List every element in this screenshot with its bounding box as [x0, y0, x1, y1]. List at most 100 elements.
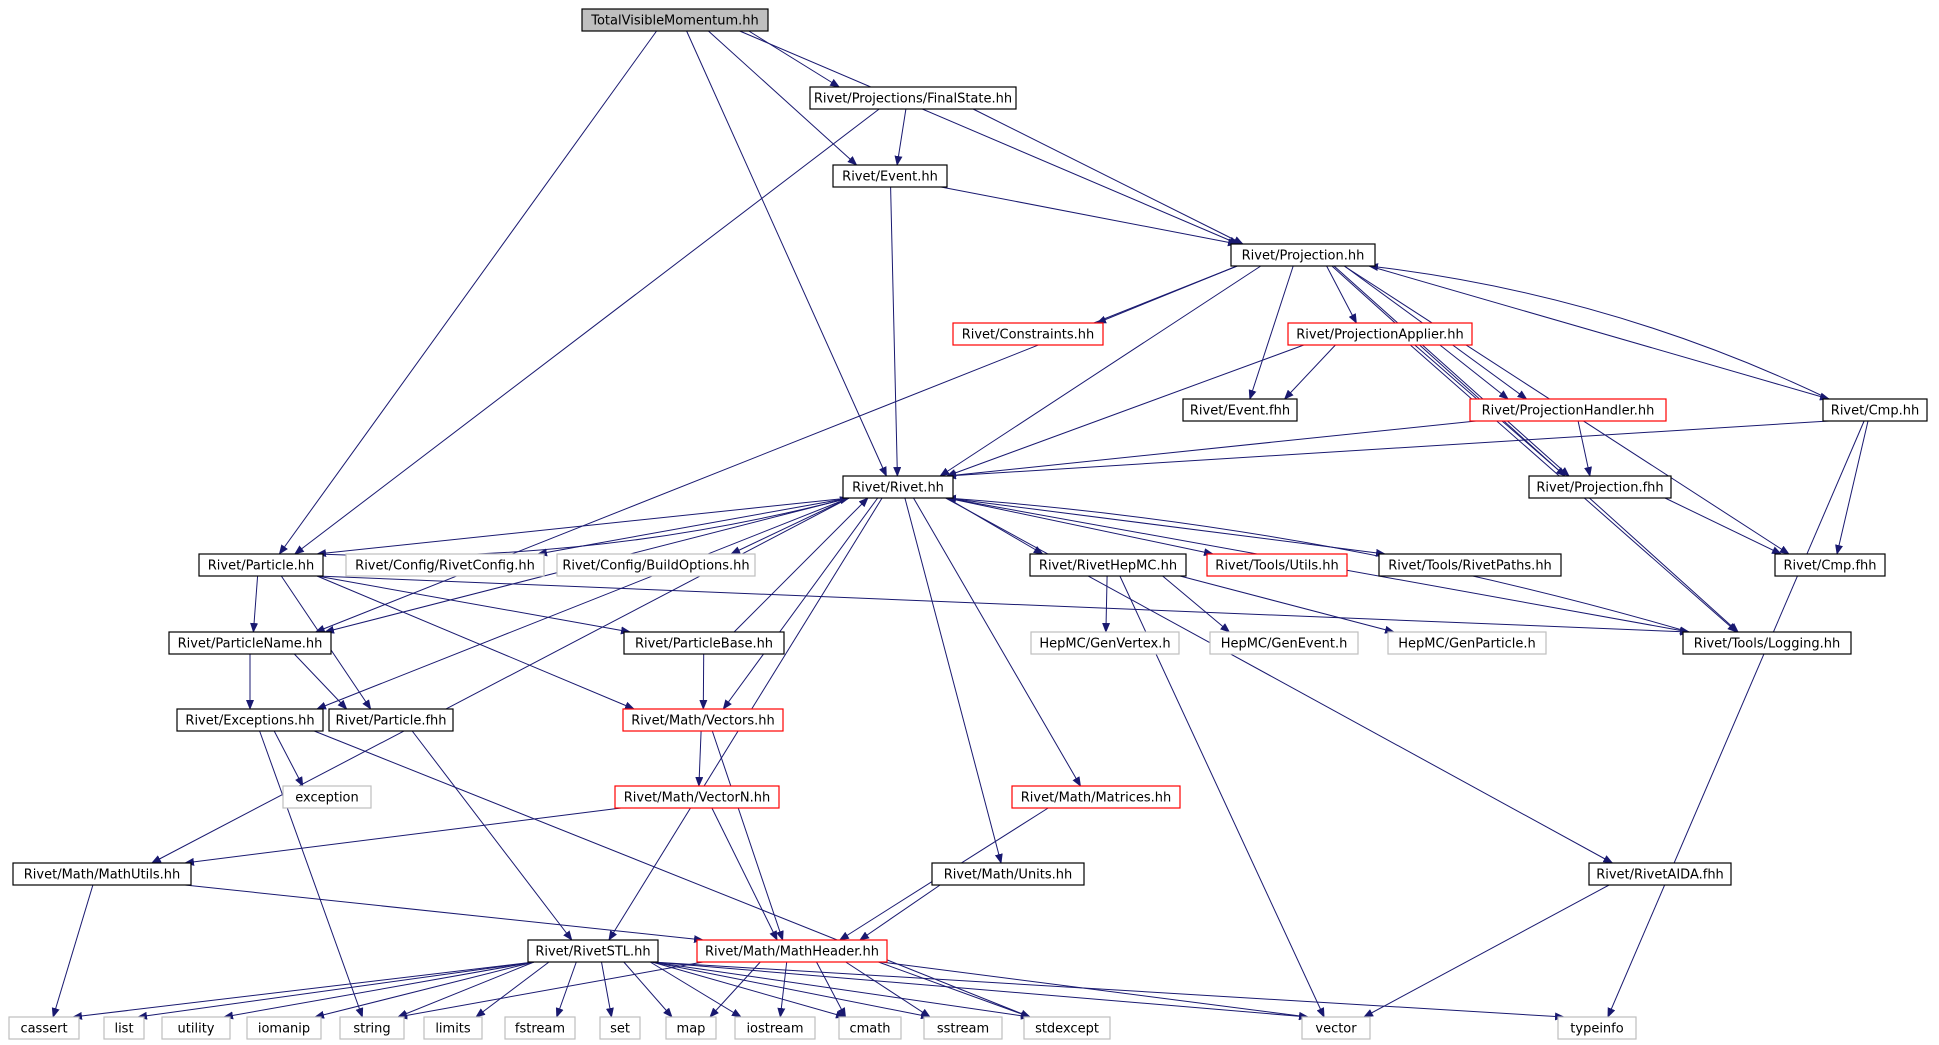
node-exception[interactable]: exception	[282, 785, 372, 809]
node-eventfhh[interactable]: Rivet/Event.fhh	[1182, 398, 1298, 422]
node-label: Rivet/Rivet.hh	[852, 481, 944, 496]
node-string[interactable]: string	[339, 1016, 405, 1040]
edge-rivet-to-rivetpaths	[946, 497, 1386, 557]
node-typeinfo[interactable]: typeinfo	[1557, 1016, 1637, 1040]
node-vectors[interactable]: Rivet/Math/Vectors.hh	[622, 708, 784, 732]
node-logging[interactable]: Rivet/Tools/Logging.hh	[1682, 631, 1852, 655]
node-stdexcept[interactable]: stdexcept	[1023, 1016, 1111, 1040]
node-box	[809, 86, 1017, 110]
node-box	[527, 939, 659, 963]
node-box	[842, 475, 954, 499]
node-particlebase[interactable]: Rivet/ParticleBase.hh	[623, 631, 785, 655]
node-box	[103, 1016, 145, 1040]
edge-vectorn-to-mathheader	[711, 807, 778, 941]
node-cmpfhh[interactable]: Rivet/Cmp.fhh	[1774, 553, 1886, 577]
node-label: map	[677, 1022, 706, 1037]
node-exceptions[interactable]: Rivet/Exceptions.hh	[176, 708, 324, 732]
node-sstream[interactable]: sstream	[923, 1016, 1003, 1040]
node-cassert[interactable]: cassert	[8, 1016, 80, 1040]
node-rivet[interactable]: Rivet/Rivet.hh	[842, 475, 954, 499]
node-label: HepMC/GenParticle.h	[1398, 637, 1535, 652]
node-box	[1287, 322, 1473, 346]
node-mathheader[interactable]: Rivet/Math/MathHeader.hh	[696, 939, 888, 963]
edge-exceptions-to-stdexcept	[314, 730, 1031, 1018]
edge-exceptions-to-exception	[273, 730, 304, 787]
node-label: utility	[178, 1022, 215, 1037]
node-utility[interactable]: utility	[161, 1016, 231, 1040]
node-fstream[interactable]: fstream	[504, 1016, 576, 1040]
node-projection[interactable]: Rivet/Projection.hh	[1230, 243, 1376, 267]
node-buildoptions[interactable]: Rivet/Config/BuildOptions.hh	[556, 553, 756, 577]
node-mathutils[interactable]: Rivet/Math/MathUtils.hh	[12, 862, 192, 886]
edge-rivetstl-to-sstream	[651, 961, 931, 1020]
node-vector[interactable]: vector	[1301, 1016, 1371, 1040]
node-label: set	[610, 1022, 630, 1037]
node-box	[1378, 553, 1562, 577]
node-box	[614, 785, 780, 809]
node-box	[1206, 553, 1348, 577]
node-event[interactable]: Rivet/Event.hh	[832, 164, 948, 188]
edge-rivet-to-matrices	[913, 497, 1082, 787]
node-box	[923, 1016, 1003, 1040]
node-list[interactable]: list	[103, 1016, 145, 1040]
node-limits[interactable]: limits	[423, 1016, 483, 1040]
node-rivetpaths[interactable]: Rivet/Tools/RivetPaths.hh	[1378, 553, 1562, 577]
node-label: Rivet/Tools/Logging.hh	[1694, 637, 1840, 652]
node-iomanip[interactable]: iomanip	[246, 1016, 322, 1040]
node-label: Rivet/Particle.hh	[208, 559, 314, 574]
node-genevent[interactable]: HepMC/GenEvent.h	[1209, 631, 1359, 655]
node-box	[168, 631, 332, 655]
node-toolsutils[interactable]: Rivet/Tools/Utils.hh	[1206, 553, 1348, 577]
edge-exceptions-to-string	[259, 730, 364, 1018]
node-map[interactable]: map	[665, 1016, 717, 1040]
node-box	[665, 1016, 717, 1040]
edge-rivetstl-to-fstream	[555, 961, 577, 1018]
node-projapplier[interactable]: Rivet/ProjectionApplier.hh	[1287, 322, 1473, 346]
node-label: Rivet/RivetAIDA.fhh	[1596, 868, 1724, 883]
edge-cmp-to-rivet	[946, 420, 1830, 480]
node-units[interactable]: Rivet/Math/Units.hh	[931, 862, 1085, 886]
node-label: Rivet/Tools/RivetPaths.hh	[1388, 559, 1552, 574]
node-box	[1774, 553, 1886, 577]
edge-cmp-to-typeinfo	[1607, 420, 1865, 1018]
edge-root-to-finalstate	[748, 30, 841, 88]
node-iostream[interactable]: iostream	[734, 1016, 816, 1040]
node-matrices[interactable]: Rivet/Math/Matrices.hh	[1011, 785, 1181, 809]
node-label: Rivet/Particle.fhh	[335, 714, 446, 729]
node-label: cassert	[20, 1022, 67, 1037]
edge-particle-to-vectors	[316, 575, 635, 710]
node-root[interactable]: TotalVisibleMomentum.hh	[581, 8, 769, 32]
node-label: Rivet/ProjectionHandler.hh	[1482, 404, 1655, 419]
node-rivetconfig[interactable]: Rivet/Config/RivetConfig.hh	[345, 553, 545, 577]
node-cmath[interactable]: cmath	[838, 1016, 902, 1040]
edge-mathheader-to-map	[709, 961, 761, 1018]
node-box	[504, 1016, 576, 1040]
edge-cmp-to-cmpfhh	[1835, 420, 1869, 555]
node-finalstate[interactable]: Rivet/Projections/FinalState.hh	[809, 86, 1017, 110]
node-particlefhh[interactable]: Rivet/Particle.fhh	[328, 708, 454, 732]
edge-root-to-projection	[739, 30, 1240, 245]
node-rivethepmc[interactable]: Rivet/RivetHepMC.hh	[1029, 553, 1187, 577]
node-particle[interactable]: Rivet/Particle.hh	[198, 553, 324, 577]
node-label: Rivet/Math/VectorN.hh	[624, 791, 770, 806]
node-cmp[interactable]: Rivet/Cmp.hh	[1822, 398, 1928, 422]
node-projfhh[interactable]: Rivet/Projection.fhh	[1528, 475, 1672, 499]
node-box	[696, 939, 888, 963]
edge-rivet-to-buildoptions	[730, 497, 850, 555]
node-constraints[interactable]: Rivet/Constraints.hh	[952, 322, 1104, 346]
edge-mathutils-to-cassert	[51, 884, 94, 1018]
node-genvertex[interactable]: HepMC/GenVertex.h	[1030, 631, 1180, 655]
node-particlename[interactable]: Rivet/ParticleName.hh	[168, 631, 332, 655]
node-box	[952, 322, 1104, 346]
node-set[interactable]: set	[599, 1016, 641, 1040]
node-rivetstl[interactable]: Rivet/RivetSTL.hh	[527, 939, 659, 963]
edge-projection-to-logging	[1331, 265, 1739, 633]
node-vectorn[interactable]: Rivet/Math/VectorN.hh	[614, 785, 780, 809]
node-genparticle[interactable]: HepMC/GenParticle.h	[1387, 631, 1547, 655]
node-projhandler[interactable]: Rivet/ProjectionHandler.hh	[1469, 398, 1667, 422]
edge-projapplier-to-rivet	[946, 344, 1304, 477]
node-label: iostream	[746, 1022, 803, 1037]
node-label: Rivet/Math/Units.hh	[944, 868, 1073, 883]
node-rivetaida[interactable]: Rivet/RivetAIDA.fhh	[1588, 862, 1732, 886]
node-box	[1469, 398, 1667, 422]
